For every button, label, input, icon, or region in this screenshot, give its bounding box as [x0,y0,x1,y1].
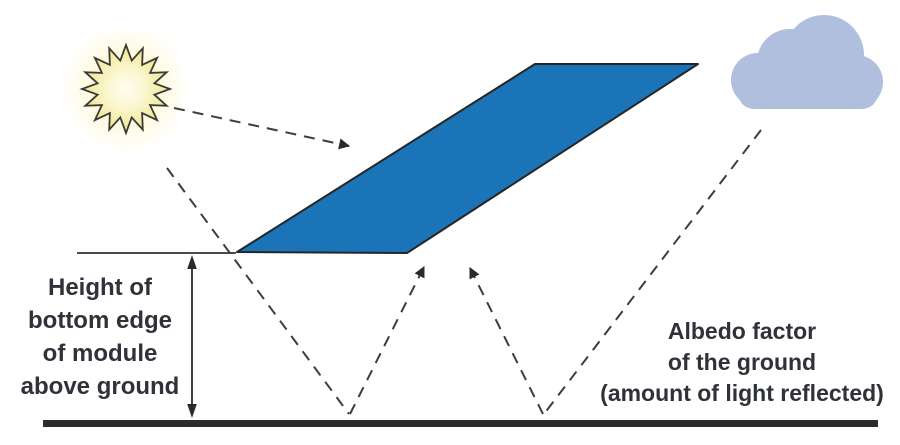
albedo-factor-label: Albedo factor of the ground (amount of l… [600,318,884,406]
ground-line [43,420,878,427]
solar-module-panel [236,63,699,254]
height-dimension-arrow [187,255,197,418]
light-rays [166,107,762,415]
ground-reflection-arrow-left [349,266,425,415]
ground-reflection-arrow-right [469,267,544,415]
cloud-to-ground-ray [543,129,762,415]
sun-icon [62,25,190,153]
direct-sunlight-arrow [173,107,351,150]
cloud-icon [731,15,883,109]
height-arrowhead-top [187,255,197,269]
sunlight-to-ground-ray [166,167,350,415]
height-arrowhead-bottom [187,404,197,418]
sun-starburst [79,42,173,136]
height-of-module-label: Height of bottom edge of module above gr… [20,274,180,400]
